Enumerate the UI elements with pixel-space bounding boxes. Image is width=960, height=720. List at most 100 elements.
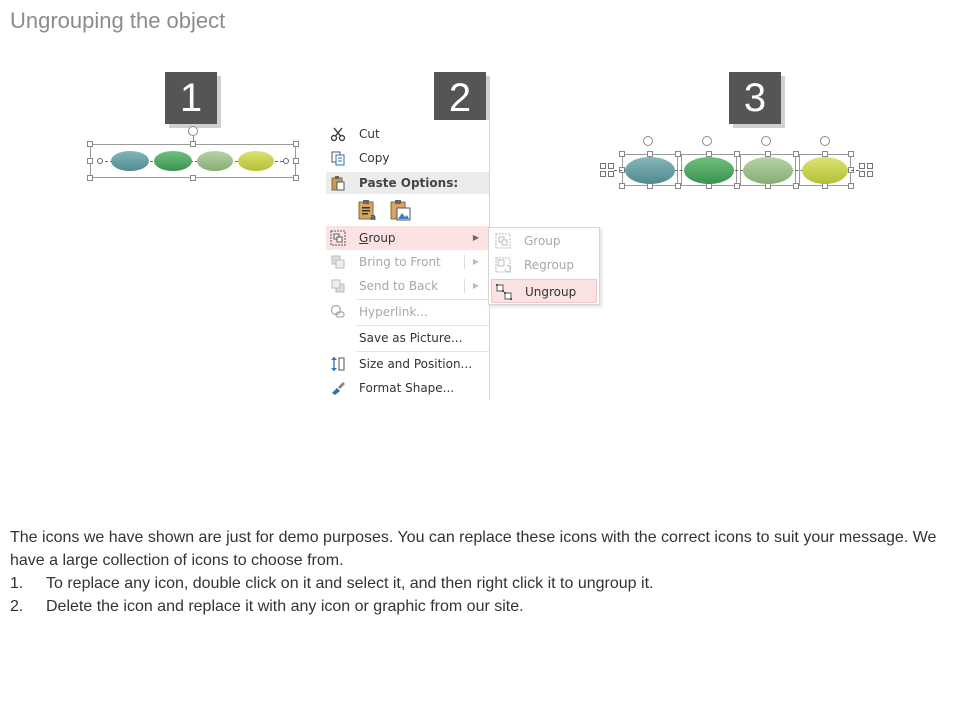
step-number: 2. (10, 598, 24, 615)
description: The icons we have shown are just for dem… (10, 526, 945, 618)
resize-handle[interactable] (619, 183, 625, 189)
bring-front-icon (330, 254, 346, 270)
rotate-handle-icon[interactable] (188, 126, 198, 136)
submenu-item-label: Regroup (524, 258, 575, 272)
resize-handle[interactable] (765, 151, 771, 157)
menu-item-label: Bring to Front (359, 255, 441, 269)
chain-end (283, 158, 289, 164)
rotate-handle-icon[interactable] (820, 136, 830, 146)
menu-item-label: Format Shape... (359, 381, 455, 395)
regroup-icon (495, 257, 512, 273)
left-connector-icon[interactable] (600, 163, 614, 177)
resize-handle[interactable] (675, 183, 681, 189)
resize-handle[interactable] (87, 175, 93, 181)
menu-separator (356, 325, 489, 326)
chain-line (100, 161, 288, 162)
step-text: To replace any icon, double click on it … (46, 575, 654, 592)
rotate-handle-icon[interactable] (643, 136, 653, 146)
resize-handle[interactable] (619, 151, 625, 157)
split-divider (464, 255, 465, 269)
submenu-item-group[interactable]: Group (491, 229, 597, 253)
submenu-item-ungroup[interactable]: Ungroup (491, 279, 597, 303)
paste-keep-text-icon[interactable]: a (356, 198, 380, 223)
submenu-arrow-icon: ▶ (472, 233, 479, 242)
rotate-handle-icon[interactable] (761, 136, 771, 146)
oval-green (154, 151, 192, 171)
resize-handle[interactable] (87, 158, 93, 164)
resize-handle[interactable] (822, 151, 828, 157)
paste-picture-icon[interactable] (388, 198, 412, 222)
resize-handle[interactable] (647, 151, 653, 157)
menu-item-bring-to-front[interactable]: Bring to Front ▶ (326, 250, 489, 274)
submenu-item-regroup[interactable]: Regroup (491, 253, 597, 277)
menu-item-cut[interactable]: Cut (326, 122, 489, 146)
oval-green (684, 157, 734, 184)
resize-handle[interactable] (848, 183, 854, 189)
menu-item-hyperlink[interactable]: Hyperlink... (326, 300, 489, 324)
resize-handle[interactable] (87, 141, 93, 147)
resize-handle[interactable] (675, 151, 681, 157)
menu-item-label: Send to Back (359, 279, 439, 293)
oval-lime (238, 151, 274, 171)
resize-handle[interactable] (793, 151, 799, 157)
menu-item-copy[interactable]: Copy (326, 146, 489, 170)
hyperlink-icon (330, 304, 346, 320)
resize-handle[interactable] (190, 141, 196, 147)
menu-item-size-position[interactable]: Size and Position... (326, 352, 489, 376)
step-badge-2: 2 (434, 72, 486, 124)
resize-handle[interactable] (293, 175, 299, 181)
step-number: 1. (10, 575, 24, 592)
resize-handle[interactable] (706, 151, 712, 157)
copy-icon (330, 150, 346, 166)
menu-item-label: Group (359, 231, 396, 245)
size-position-icon (330, 356, 346, 372)
oval-teal (111, 151, 149, 171)
group-icon (495, 233, 511, 249)
paste-icon (330, 175, 346, 194)
menu-item-label: Paste Options: (359, 176, 459, 190)
right-connector-icon[interactable] (859, 163, 873, 177)
menu-item-format-shape[interactable]: Format Shape... (326, 376, 489, 400)
menu-item-send-to-back[interactable]: Send to Back ▶ (326, 274, 489, 298)
menu-separator (356, 351, 489, 352)
description-step-1: 1. To replace any icon, double click on … (10, 572, 945, 595)
oval-lime (802, 157, 848, 184)
context-menu: Cut Copy Paste Options: a Group ▶ Bring … (326, 120, 490, 400)
menu-item-label: Hyperlink... (359, 305, 428, 319)
paste-options-header: Paste Options: (326, 172, 489, 194)
rotate-handle-icon[interactable] (702, 136, 712, 146)
send-back-icon (330, 278, 346, 294)
submenu-arrow-icon: ▶ (472, 281, 479, 290)
svg-text:a: a (370, 213, 376, 222)
submenu-item-label: Ungroup (525, 285, 577, 299)
oval-teal (625, 157, 675, 184)
submenu-arrow-icon: ▶ (472, 257, 479, 266)
format-shape-icon (330, 380, 346, 396)
resize-handle[interactable] (293, 158, 299, 164)
step-text: Delete the icon and replace it with any … (46, 598, 524, 615)
menu-item-save-as-picture[interactable]: Save as Picture... (326, 326, 489, 350)
description-intro: The icons we have shown are just for dem… (10, 529, 937, 569)
page-title: Ungrouping the object (10, 8, 226, 33)
oval-sage (743, 157, 793, 184)
group-submenu: Group Regroup Ungroup (488, 227, 600, 305)
split-divider (464, 279, 465, 293)
resize-handle[interactable] (848, 151, 854, 157)
resize-handle[interactable] (293, 141, 299, 147)
chain-end (97, 158, 103, 164)
chain-line (614, 170, 859, 171)
menu-separator (356, 299, 489, 300)
group-icon (330, 230, 346, 246)
menu-item-group[interactable]: Group ▶ (326, 226, 489, 250)
menu-item-label: Cut (359, 127, 380, 141)
ungroup-icon (496, 284, 512, 300)
description-step-2: 2. Delete the icon and replace it with a… (10, 595, 945, 618)
scissors-icon (330, 126, 346, 142)
resize-handle[interactable] (734, 183, 740, 189)
resize-handle[interactable] (734, 151, 740, 157)
menu-item-label: Size and Position... (359, 357, 473, 371)
resize-handle[interactable] (793, 183, 799, 189)
rotate-stem (193, 136, 194, 144)
step-badge-1: 1 (165, 72, 217, 124)
resize-handle[interactable] (190, 175, 196, 181)
